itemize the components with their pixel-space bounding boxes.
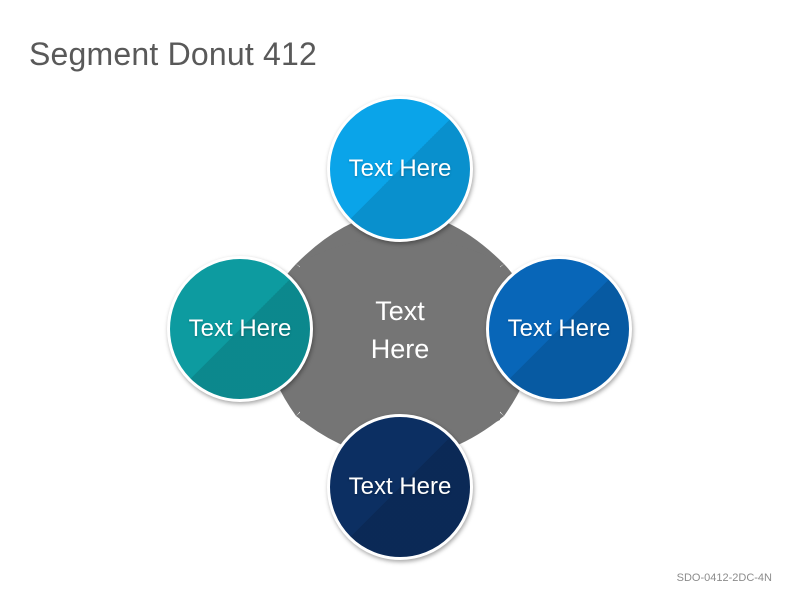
footer-code: SDO-0412-2DC-4N [676, 572, 772, 584]
node-left: Text Here [167, 256, 313, 402]
node-left-label: Text Here [188, 315, 292, 342]
node-top: Text Here [327, 96, 473, 242]
node-right: Text Here [486, 256, 632, 402]
page-title: Segment Donut 412 [29, 36, 318, 72]
node-top-label: Text Here [348, 155, 452, 182]
node-right-label: Text Here [507, 315, 611, 342]
node-bottom: Text Here [327, 414, 473, 560]
node-bottom-label: Text Here [348, 473, 452, 500]
